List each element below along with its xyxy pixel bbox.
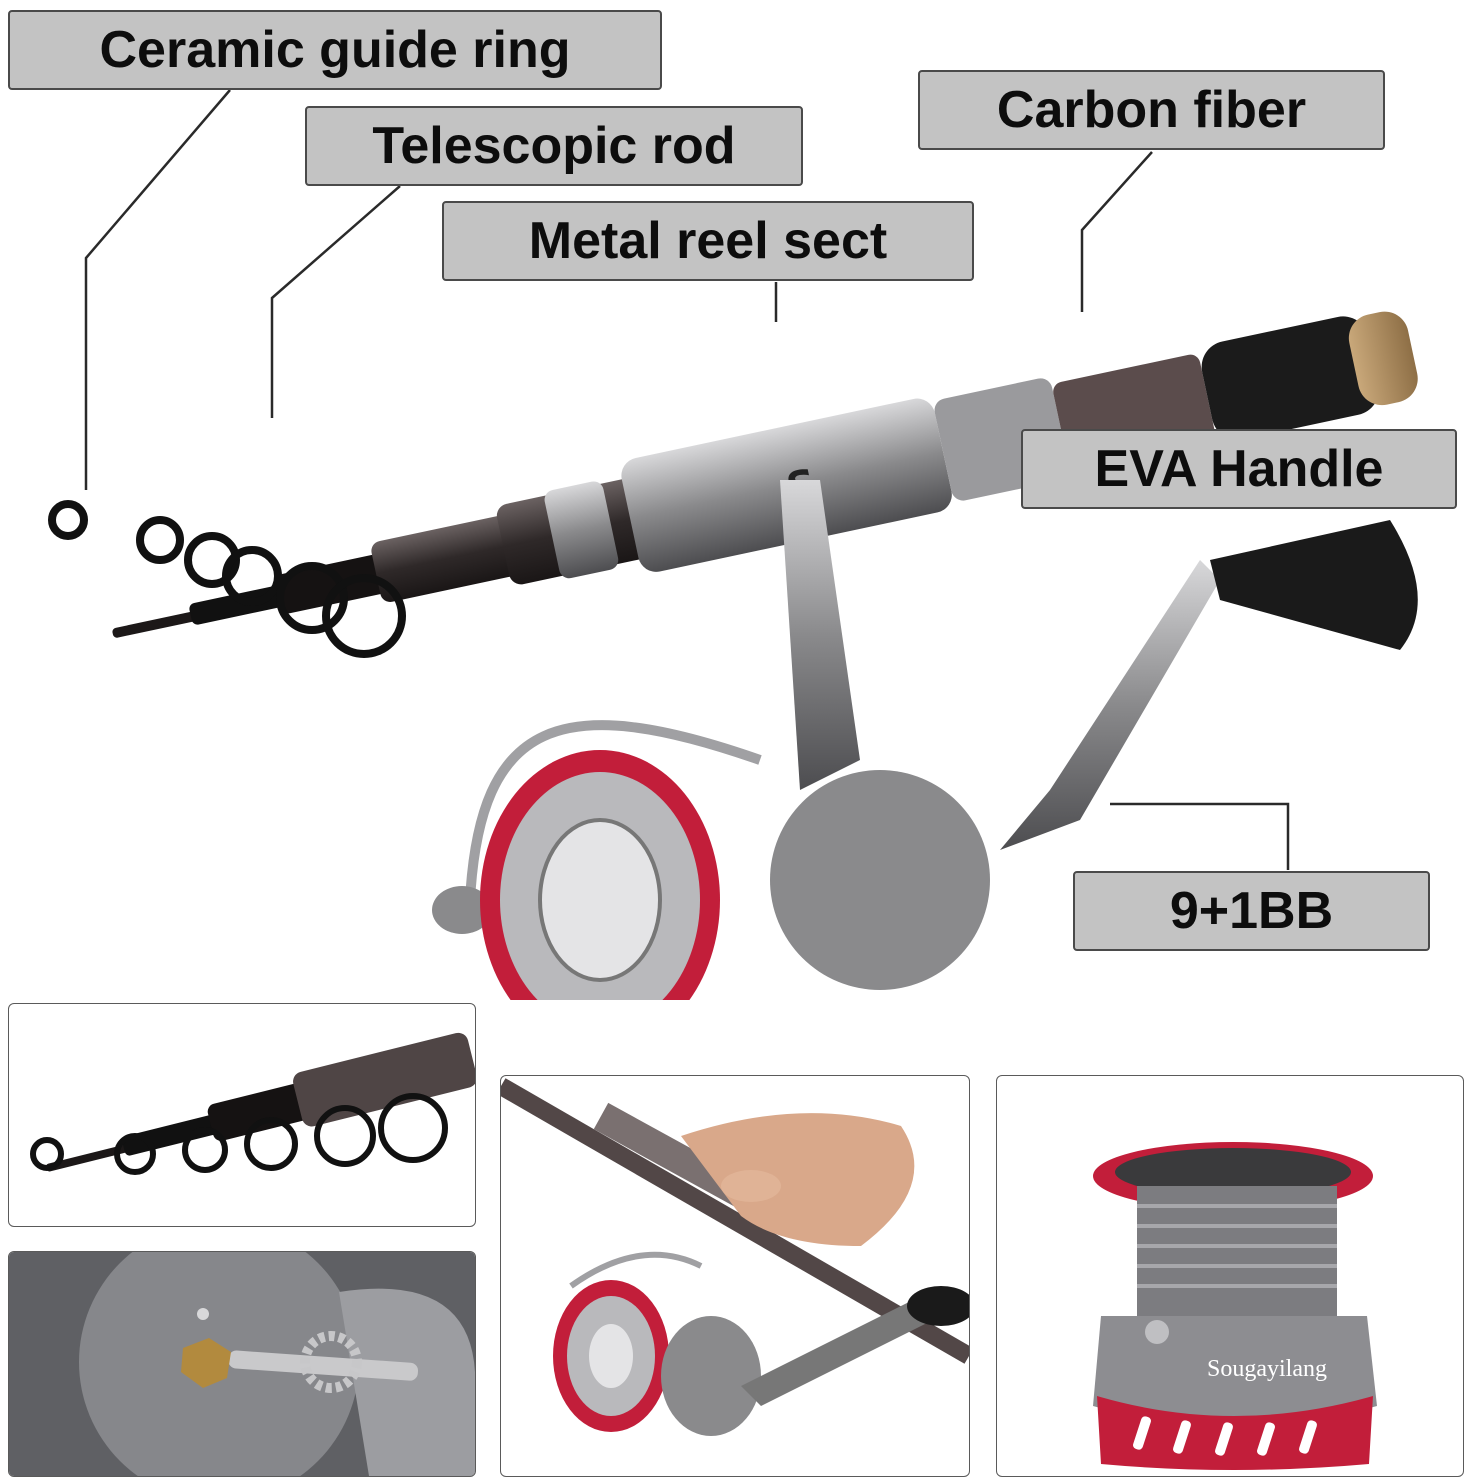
rod-section-3: [371, 513, 528, 602]
guide-ring-2: [136, 516, 184, 564]
handle-arm: [1000, 560, 1220, 850]
handle-knob: [1210, 520, 1418, 650]
inset-ring-3: [182, 1127, 228, 1173]
label-eva-handle: EVA Handle: [1021, 429, 1457, 509]
guide-ring-4: [222, 546, 282, 606]
guide-ring-5: [276, 562, 348, 634]
inset-ring-4: [244, 1117, 298, 1171]
inset-ring-2: [114, 1133, 156, 1175]
inset-ring-5: [314, 1105, 376, 1167]
label-telescopic-rod: Telescopic rod: [305, 106, 803, 186]
spool-brand-text: Sougayilang: [1207, 1356, 1327, 1382]
inset-hand-holding-rod: [500, 1075, 970, 1477]
guide-rings: [48, 500, 406, 658]
eva-handle: [1201, 316, 1380, 440]
inset-guide-rings: [8, 1003, 476, 1227]
label-bearings: 9+1BB: [1073, 871, 1430, 951]
inset-spare-spool: Sougayilang: [996, 1075, 1464, 1477]
inset-ring-6: [378, 1093, 448, 1163]
cork-cap: [1348, 311, 1418, 406]
inset-reel-gear: [8, 1251, 476, 1477]
reel-body: [770, 770, 990, 990]
label-ceramic-guide-ring: Ceramic guide ring: [8, 10, 662, 90]
inset-ring-1: [30, 1137, 64, 1171]
label-carbon-fiber: Carbon fiber: [918, 70, 1385, 150]
leader-telescopic: [270, 185, 401, 418]
line-roller: [432, 886, 492, 934]
leader-ceramic: [84, 89, 231, 490]
bail-wire: [465, 720, 762, 901]
spool-cap: [538, 818, 662, 982]
label-metal-reel-sect: Metal reel sect: [442, 201, 974, 281]
leader-bearings: [1110, 802, 1290, 870]
rod-reel-illustration: S: [48, 89, 1418, 1000]
reel-stem: [780, 480, 860, 790]
guide-ring-1: [48, 500, 88, 540]
leader-carbon: [1080, 151, 1153, 312]
guide-ring-6: [322, 574, 406, 658]
rod-metal-ring-1: [544, 481, 619, 579]
